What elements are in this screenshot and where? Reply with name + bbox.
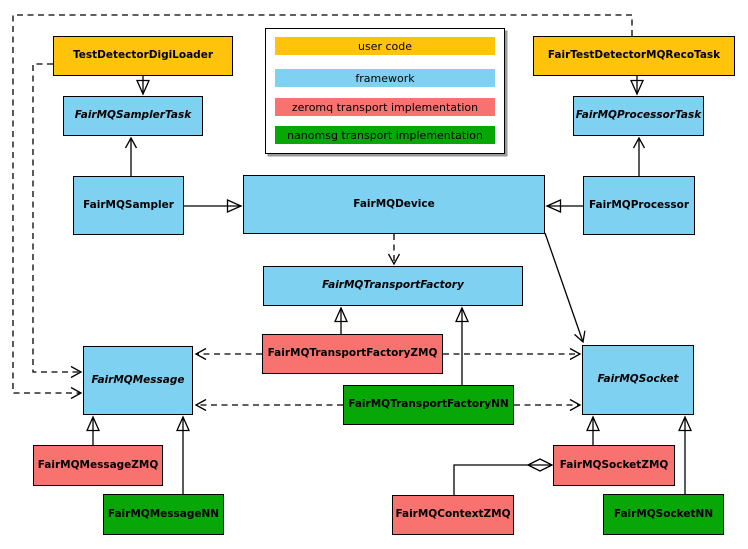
node-fairmqtransportfactory: FairMQTransportFactory <box>263 266 523 306</box>
node-fairmqprocessortask: FairMQProcessorTask <box>573 96 704 136</box>
legend-item-user-code: user code <box>275 37 495 55</box>
legend-item-zeromq: zeromq transport implementation <box>275 98 495 116</box>
node-fairmqtransportfactoryzmq: FairMQTransportFactoryZMQ <box>262 334 443 374</box>
node-fairmqsamplertask: FairMQSamplerTask <box>63 96 203 136</box>
node-fairtestdetectormqrecotask: FairTestDetectorMQRecoTask <box>533 36 735 76</box>
node-fairmqprocessor: FairMQProcessor <box>583 176 695 235</box>
legend-item-nanomsg: nanomsg transport implementation <box>275 126 495 144</box>
node-fairmqtransportfactorynn: FairMQTransportFactoryNN <box>343 385 514 425</box>
node-fairmqmessagezmq: FairMQMessageZMQ <box>33 445 163 486</box>
node-fairmqsocketzmq: FairMQSocketZMQ <box>553 445 675 486</box>
node-fairmqsocket: FairMQSocket <box>582 345 694 415</box>
node-testdetectordigiloader: TestDetectorDigiLoader <box>53 36 233 76</box>
legend: user code framework zeromq transport imp… <box>265 28 505 154</box>
node-fairmqsocketnn: FairMQSocketNN <box>603 494 724 535</box>
node-fairmqsampler: FairMQSampler <box>73 176 184 235</box>
legend-item-framework: framework <box>275 69 495 87</box>
node-fairmqmessage: FairMQMessage <box>83 346 193 415</box>
edge-digiloader-message <box>32 63 83 379</box>
node-fairmqmessagenn: FairMQMessageNN <box>103 494 224 535</box>
edge-device-socket <box>544 232 586 344</box>
node-fairmqdevice: FairMQDevice <box>243 175 545 234</box>
edge-contextzmq-socketzmq <box>453 465 552 495</box>
node-fairmqcontextzmq: FairMQContextZMQ <box>392 495 514 535</box>
edge-recotask-message <box>12 14 633 400</box>
